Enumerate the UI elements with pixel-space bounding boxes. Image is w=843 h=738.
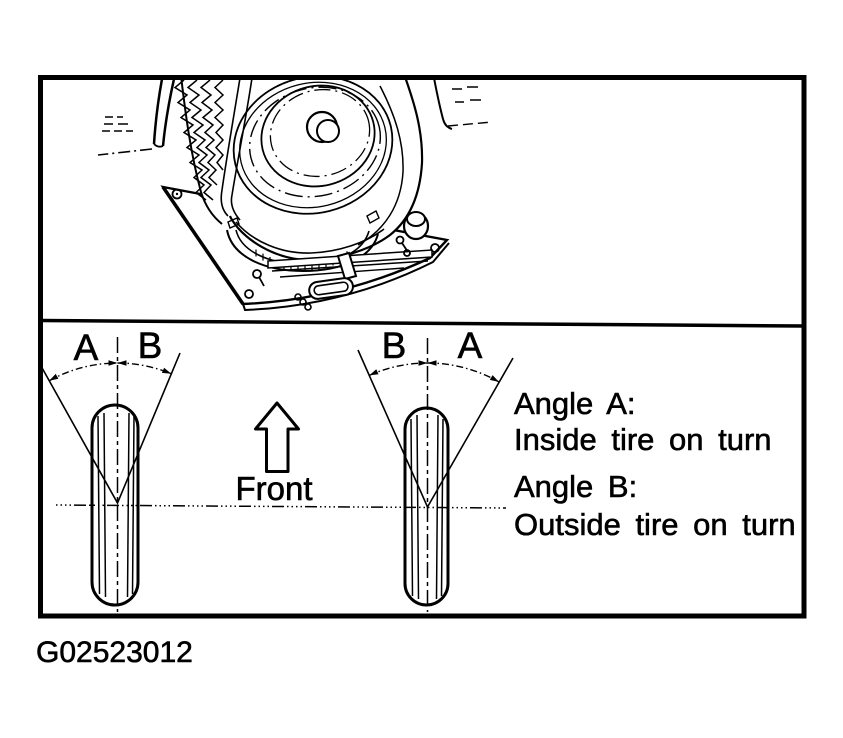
lock-bar: [267, 249, 433, 300]
right-tire-steer-lines: [357, 349, 514, 509]
left-tire-angle-arcs: [48, 360, 172, 382]
disc-left-notch: [227, 217, 240, 229]
angle-a-desc: Inside tire on turn: [514, 422, 772, 457]
tire-outline: [228, 80, 424, 262]
front-arrow-icon: [254, 401, 300, 473]
right-tire-angle-b-label: B: [382, 325, 407, 366]
axle-centerline: [55, 504, 507, 509]
figure-frame: [38, 75, 807, 619]
section-divider: [41, 318, 804, 328]
front-label: Front: [235, 470, 312, 507]
lock-pointer: [336, 251, 358, 281]
handle-loop: [308, 277, 354, 300]
right-tire-angle-a-label: A: [458, 325, 483, 366]
plate-hardware: [244, 211, 440, 311]
fender-left: [97, 80, 176, 156]
left-tire-steer-lines: [40, 352, 181, 505]
turn-plate-illustration: [97, 80, 493, 312]
front-indicator: Front: [235, 401, 313, 507]
angle-b-desc: Outside tire on turn: [514, 507, 796, 542]
body-fragment-right: [433, 80, 493, 130]
tire-body: [181, 80, 423, 261]
disc-right-notch: [366, 210, 380, 224]
wheel-rim: [232, 80, 394, 215]
left-tire-angle-a-label: A: [74, 327, 99, 368]
wheel-hub: [305, 110, 340, 144]
right-tire-angle-arcs: [368, 360, 500, 383]
figure-code: G02523012: [36, 636, 193, 669]
tire-tread: [173, 80, 253, 225]
left-tire-angle-b-label: B: [138, 325, 163, 366]
angle-legend: Angle A: Inside tire on turn Angle B: Ou…: [514, 386, 796, 543]
steering-angle-diagram: A B B A Front Angle A: Inside tire on tu…: [40, 325, 796, 612]
angle-a-title: Angle A:: [514, 386, 635, 421]
wheel: [173, 80, 424, 262]
angle-b-title: Angle B:: [514, 469, 637, 504]
